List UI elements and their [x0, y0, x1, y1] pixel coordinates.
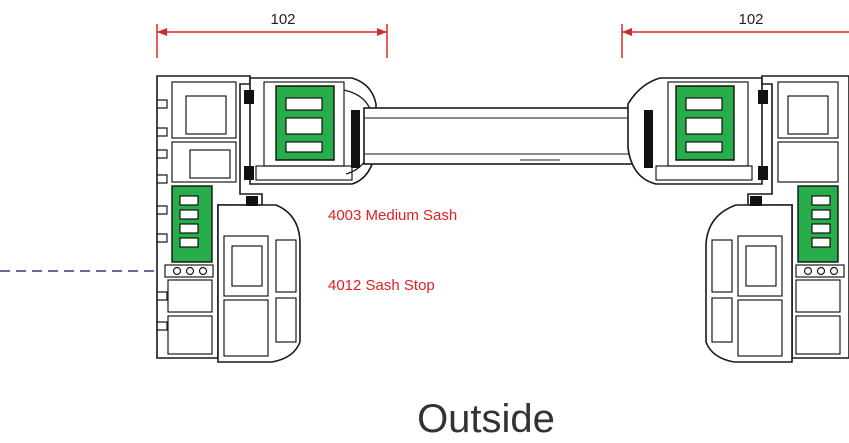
callout-medium-sash: 4003 Medium Sash: [328, 207, 457, 224]
dimension-right-label: 102: [738, 11, 763, 28]
left-frame-reinforcement: [171, 185, 213, 263]
dimension-left: 102: [156, 11, 388, 58]
outside-label: Outside: [417, 397, 555, 441]
dimension-left-label: 102: [270, 11, 295, 28]
left-sash-stop: [217, 196, 301, 363]
glazing-unit: [363, 107, 641, 165]
dimension-right: 102: [621, 11, 849, 58]
right-sash-reinforcement: [675, 85, 735, 161]
callout-sash-stop: 4012 Sash Stop: [328, 277, 435, 294]
right-frame-reinforcement: [797, 185, 839, 263]
right-sash-stop: [705, 196, 793, 363]
left-sash-reinforcement: [275, 85, 335, 161]
